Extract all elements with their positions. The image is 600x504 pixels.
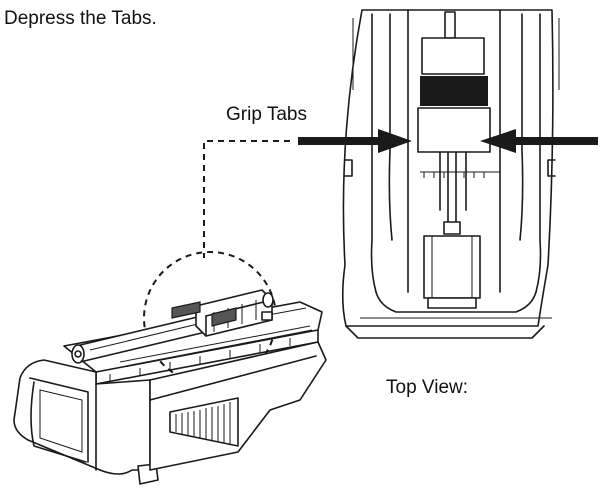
top-view-label: Top View: [386,377,469,398]
top-view-illustration [341,9,560,339]
right-pointing-arrow-icon [298,129,412,153]
grip-tabs-label: Grip Tabs [226,104,307,125]
instruction-text: Depress the Tabs. [4,8,157,29]
leader-line [203,140,290,258]
left-pointing-arrow-icon [480,129,598,153]
mount-isometric-illustration [13,289,327,485]
